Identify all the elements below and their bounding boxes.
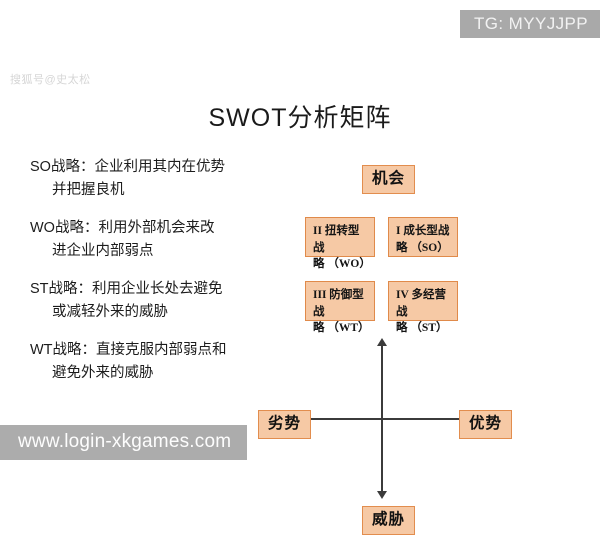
strategy-wt-line1: WT战略：直接克服内部弱点和: [30, 341, 227, 358]
axis-label-opportunity: 机会: [362, 165, 416, 194]
strategy-wo-line1: WO战略：利用外部机会来改: [30, 219, 215, 236]
page-title: SWOT分析矩阵: [208, 104, 392, 132]
strategy-item-wo: WO战略：利用外部机会来改 进企业内部弱点: [30, 217, 280, 264]
quadrant-st: IV 多经营战 略 （ST）: [388, 281, 458, 334]
axis-label-threat: 威胁: [362, 506, 416, 535]
sohu-account-watermark: 搜狐号@史太松: [10, 74, 91, 86]
quadrant-st-line1: IV 多经营战: [396, 289, 446, 318]
strategy-wo-line2: 进企业内部弱点: [52, 243, 154, 260]
strategy-st-line1: ST战略：利用企业长处去避免: [30, 280, 223, 297]
strategy-so-line2: 并把握良机: [52, 182, 125, 199]
axis-label-weakness: 劣势: [258, 410, 312, 439]
quadrant-wo-line2: 略 （WO）: [313, 258, 371, 271]
swot-matrix: II 扭转型战 略 （WO） I 成长型战 略 （SO） III 防御型战 略 …: [250, 150, 550, 535]
quadrant-so-line1: I 成长型战: [396, 225, 450, 237]
slide-canvas: TG: MYYJJPP 搜狐号@史太松 SWOT分析矩阵 SO战略：企业利用其内…: [0, 10, 600, 535]
strategy-description-list: SO战略：企业利用其内在优势 并把握良机 WO战略：利用外部机会来改 进企业内部…: [30, 156, 280, 400]
arrow-up-icon: [377, 338, 387, 346]
arrow-down-icon: [377, 491, 387, 499]
quadrant-wo-line1: II 扭转型战: [313, 225, 360, 254]
telegram-watermark: TG: MYYJJPP: [460, 10, 600, 38]
strategy-st-line2: 或减轻外来的威胁: [52, 304, 168, 321]
quadrant-so: I 成长型战 略 （SO）: [388, 217, 458, 257]
axis-label-strength: 优势: [459, 410, 513, 439]
quadrant-st-line2: 略 （ST）: [396, 322, 448, 335]
quadrant-so-line2: 略 （SO）: [396, 241, 449, 254]
strategy-wt-line2: 避免外来的威胁: [52, 365, 154, 382]
vertical-axis-line: [381, 345, 383, 493]
strategy-item-wt: WT战略：直接克服内部弱点和 避免外来的威胁: [30, 339, 280, 386]
url-watermark: www.login-xkgames.com: [0, 425, 248, 460]
quadrant-wo: II 扭转型战 略 （WO）: [305, 217, 375, 270]
strategy-item-so: SO战略：企业利用其内在优势 并把握良机: [30, 156, 280, 203]
strategy-so-line1: SO战略：企业利用其内在优势: [30, 159, 225, 175]
quadrant-wt-line2: 略 （WT）: [313, 322, 370, 335]
quadrant-wt: III 防御型战 略 （WT）: [305, 281, 375, 334]
strategy-item-st: ST战略：利用企业长处去避免 或减轻外来的威胁: [30, 278, 280, 325]
quadrant-wt-line1: III 防御型战: [313, 289, 364, 318]
